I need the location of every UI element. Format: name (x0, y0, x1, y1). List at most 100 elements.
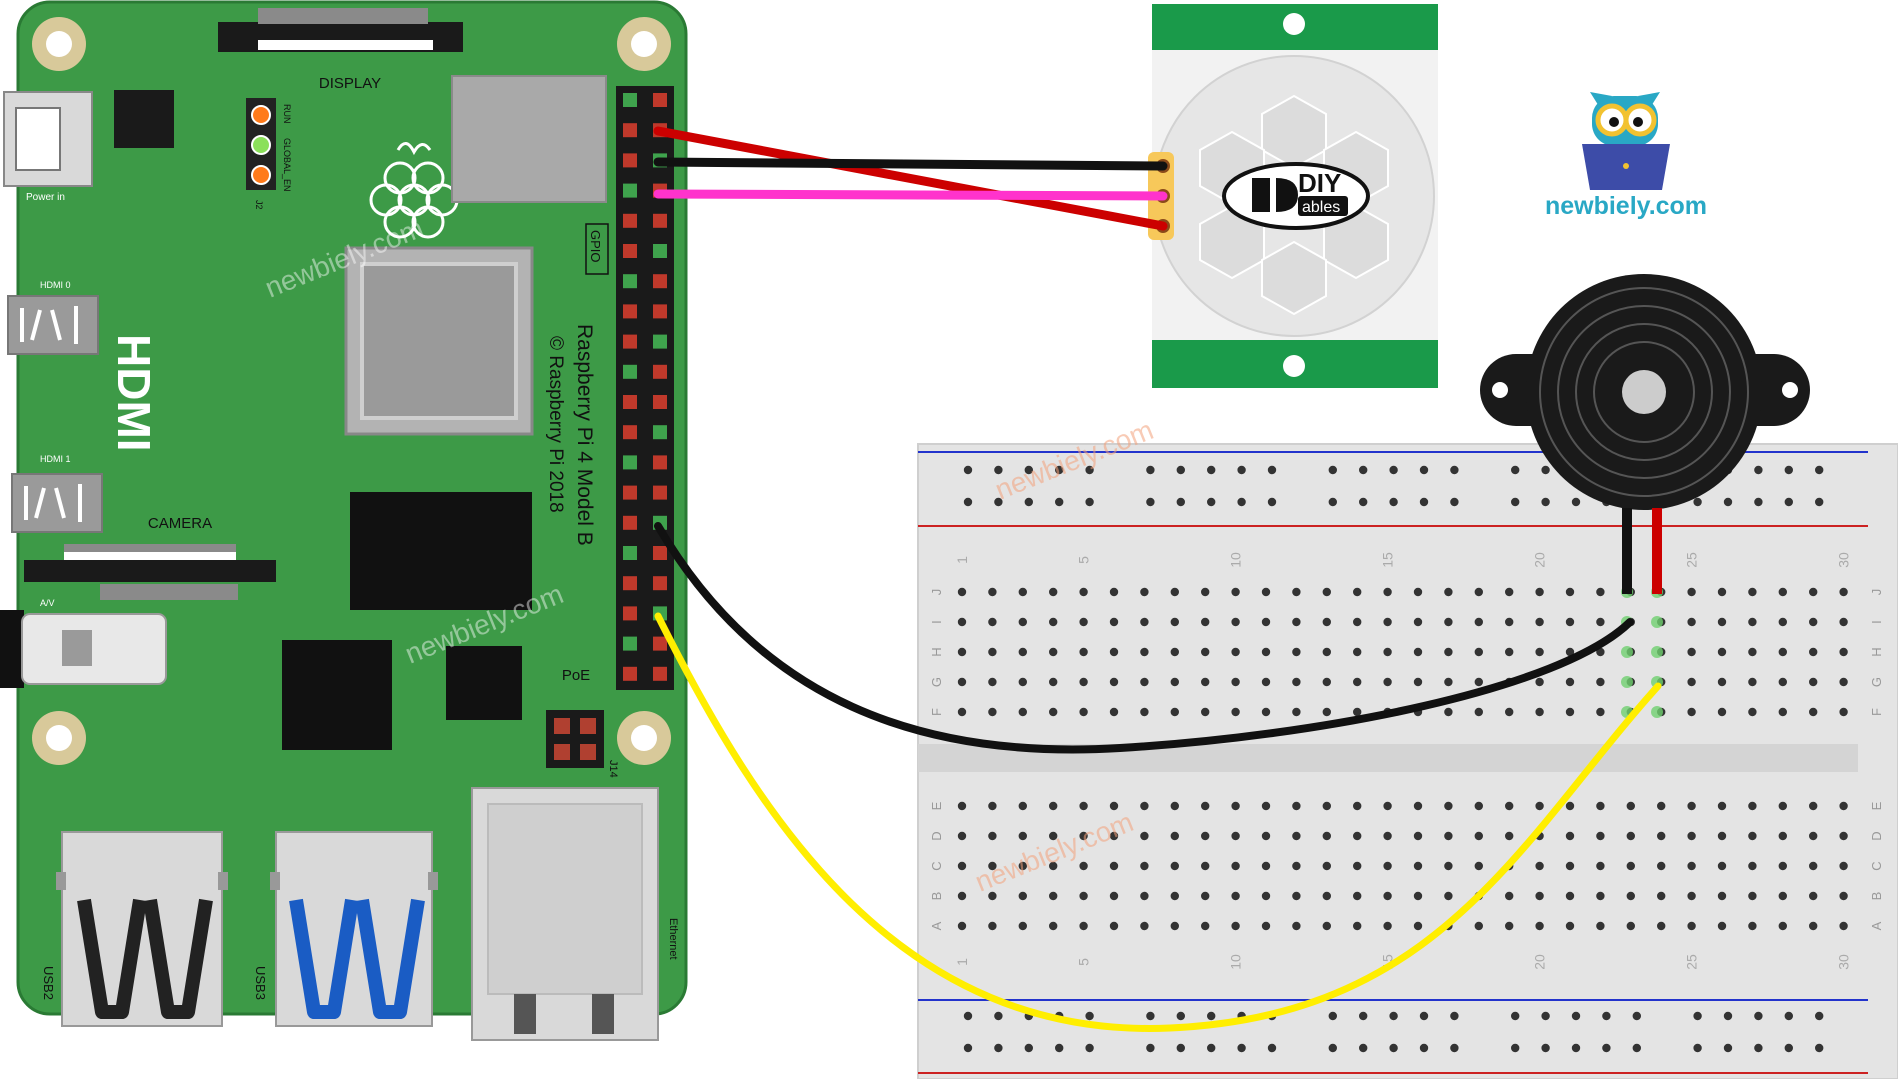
breadboard-hole (1322, 921, 1332, 931)
breadboard-hole (1444, 677, 1453, 687)
rail-hole (1328, 465, 1338, 475)
breadboard-hole (1079, 587, 1088, 597)
breadboard-hole (1596, 801, 1605, 811)
breadboard-hole (1748, 647, 1757, 657)
rail-hole (1511, 465, 1520, 475)
rail-hole (1389, 497, 1398, 507)
breadboard-hole (1778, 647, 1788, 657)
wire-black-gnd-buzzer (654, 522, 1634, 754)
breadboard-hole (1809, 921, 1818, 931)
breadboard-hole (1170, 617, 1180, 627)
breadboard-hole (1049, 801, 1058, 811)
rail-hole (1389, 1043, 1398, 1053)
rail-hole (994, 1011, 1003, 1021)
rail-hole (963, 497, 973, 507)
breadboard-hole (1535, 861, 1544, 871)
breadboard-hole (1505, 647, 1514, 657)
breadboard-hole (1717, 677, 1727, 687)
breadboard-hole (1170, 677, 1180, 687)
breadboard-hole (1292, 617, 1301, 627)
gpio-pin (653, 455, 667, 470)
wire-magenta-signal (653, 189, 1168, 201)
breadboard-hole (1353, 677, 1362, 687)
breadboard-hole (1626, 921, 1636, 931)
breadboard-hole (957, 801, 967, 811)
breadboard-hole (1140, 831, 1149, 841)
breadboard-hole (957, 587, 967, 597)
hdmi1-port (11, 473, 103, 533)
breadboard-hole (1778, 891, 1788, 901)
breadboard-hole (988, 831, 997, 841)
breadboard-hole (1565, 801, 1575, 811)
rail-hole (1267, 465, 1277, 475)
rail-hole (1328, 497, 1338, 507)
breadboard-hole (1596, 861, 1605, 871)
display-connector (218, 8, 463, 52)
breadboard-hole (1140, 677, 1149, 687)
breadboard-hole (1839, 921, 1848, 931)
breadboard-hole (1596, 831, 1605, 841)
rail-hole (1176, 1043, 1186, 1053)
breadboard-hole (1322, 831, 1332, 841)
breadboard-hole (1170, 801, 1180, 811)
rail-hole (1055, 465, 1064, 475)
highlighted-hole (1651, 646, 1663, 658)
brand-site-label: newbiely.com (1545, 192, 1707, 220)
rail-hole (1024, 465, 1034, 475)
breadboard-hole (1261, 831, 1271, 841)
breadboard-hole (1079, 861, 1088, 871)
breadboard-hole (1748, 677, 1757, 687)
breadboard-hole (1140, 891, 1149, 901)
fresnel-lens (1199, 94, 1389, 316)
hdmi0-port (7, 295, 99, 355)
breadboard-hole (1565, 617, 1575, 627)
breadboard-hole (1353, 891, 1362, 901)
breadboard-hole (1535, 891, 1544, 901)
breadboard-hole (1717, 801, 1727, 811)
gpio-pin (653, 666, 667, 681)
breadboard-hole (1535, 677, 1544, 687)
breadboard-hole (1231, 861, 1240, 871)
breadboard-hole (1809, 587, 1818, 597)
ethernet-port (471, 787, 659, 1041)
run-label: RUN (282, 104, 292, 124)
gpio-pin (623, 274, 637, 289)
rail-hole (1085, 497, 1094, 507)
rail-hole (994, 1043, 1003, 1053)
breadboard-hole (1839, 647, 1848, 657)
breadboard-hole (1383, 921, 1392, 931)
breadboard-hole (1809, 861, 1818, 871)
breadboard-hole (1596, 587, 1605, 597)
breadboard-hole (1413, 921, 1423, 931)
breadboard-hole (1474, 861, 1484, 871)
rail-hole (1207, 497, 1216, 507)
breadboard-hole (957, 617, 967, 627)
rail-hole (1328, 1011, 1338, 1021)
j2-label: J2 (254, 200, 264, 210)
breadboard-hole (1565, 587, 1575, 597)
gpio-pin (623, 455, 637, 470)
breadboard-hole (1474, 587, 1484, 597)
gpio-pin (653, 636, 667, 651)
camera-connector (24, 544, 276, 600)
breadboard-hole (1565, 707, 1575, 717)
breadboard-hole (1565, 677, 1575, 687)
hdmi0-label: HDMI 0 (40, 280, 71, 290)
breadboard-hole (1413, 617, 1423, 627)
usb3-label: USB3 (253, 966, 268, 1000)
breadboard-hole (1261, 861, 1271, 871)
gpio-pin (653, 93, 667, 107)
breadboard-hole (1018, 861, 1027, 871)
breadboard-hole (1261, 707, 1271, 717)
rail-hole (1359, 1011, 1368, 1021)
rail-hole (1754, 465, 1763, 475)
breadboard-hole (1292, 801, 1301, 811)
row-letter-left: E (929, 801, 944, 810)
usb3-port (270, 831, 438, 1027)
breadboard-hole (1413, 587, 1423, 597)
breadboard-hole (1444, 801, 1453, 811)
breadboard-hole (1778, 587, 1788, 597)
breadboard-hole (1261, 801, 1271, 811)
column-number-top: 5 (1076, 556, 1092, 564)
